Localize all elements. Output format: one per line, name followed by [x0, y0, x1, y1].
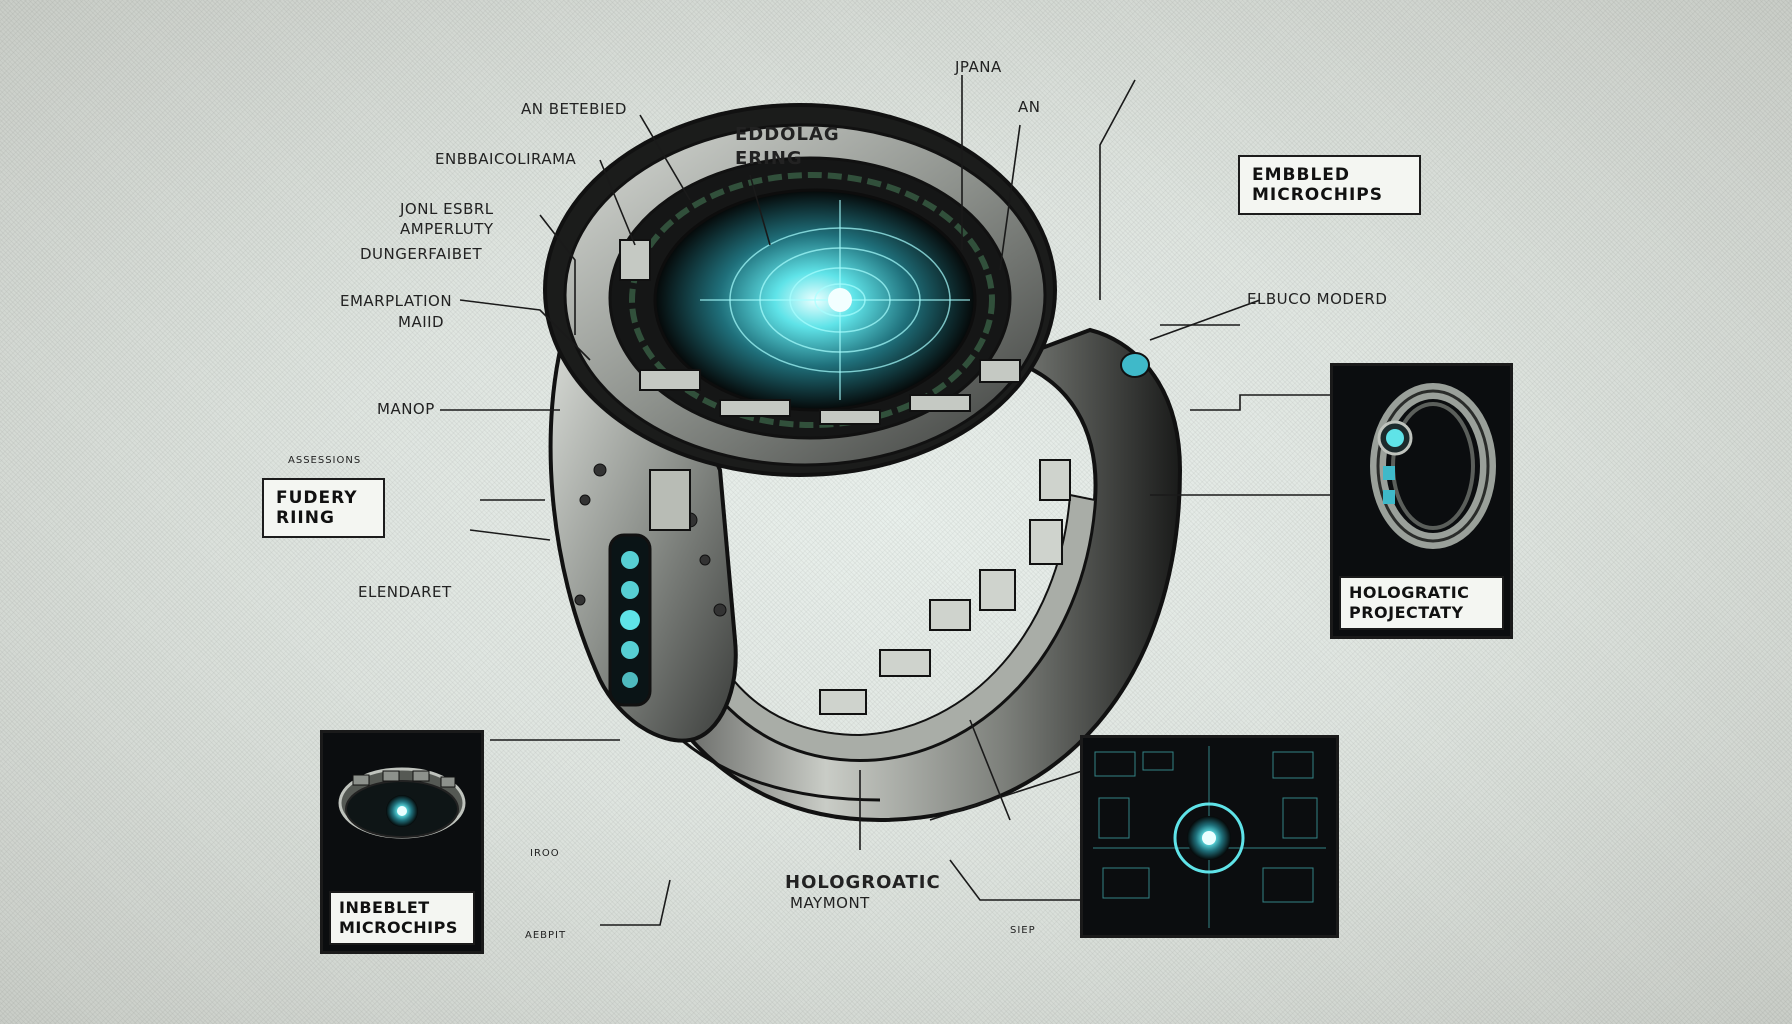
callout-fudery-ring: FUDERY RIING [262, 478, 385, 538]
inset-microchip-caption: INBEBLET MICROCHIPS [329, 891, 475, 945]
callout-embbled-microchips: EMBBLED MICROCHIPS [1238, 155, 1421, 215]
label-manop: MANOP [377, 400, 435, 418]
label-an-betebied: AN BETEBIED [521, 100, 627, 118]
inset-chip-ring-illustration [338, 767, 466, 839]
side-gem [1120, 352, 1150, 378]
label-eddolag: EDDOLAG [735, 124, 840, 145]
callout-fudery-line2: RIING [276, 508, 335, 528]
inset-display-illustration [1093, 746, 1326, 928]
inset-holographic-display [1080, 735, 1339, 938]
label-emarplation: EMARPLATION [340, 292, 453, 310]
label-hologroatic: HOLOGROATIC [785, 872, 941, 893]
label-small-siep: SIEP [1010, 925, 1036, 936]
label-an: AN [1018, 98, 1041, 116]
label-jonl-esbrl: JONL ESBRL [400, 200, 494, 218]
label-maymont: MAYMONT [790, 894, 870, 912]
inset-ring-illustration [1370, 383, 1496, 549]
label-ering: ERING [735, 148, 803, 169]
label-small-aebpit: AEBPIT [525, 930, 567, 941]
inset-microchip-ring: INBEBLET MICROCHIPS [320, 730, 484, 954]
label-elendaret: ELENDARET [358, 583, 452, 601]
inset-microchip-line2: MICROCHIPS [339, 918, 458, 937]
inset-holographic-caption: HOLOGRATIC PROJECTATY [1339, 576, 1504, 630]
inset-holographic-line2: PROJECTATY [1349, 603, 1464, 622]
inset-holographic-line1: HOLOGRATIC [1349, 583, 1470, 602]
ring-bezel [543, 103, 1057, 477]
label-maiid: MAIID [398, 313, 445, 331]
label-elbuco-moderd: ELBUCO MODERD [1247, 290, 1388, 308]
inset-holographic-ring: HOLOGRATIC PROJECTATY [1330, 363, 1513, 639]
label-jpana: JPANA [955, 58, 1002, 76]
callout-embbled-line1: EMBBLED [1252, 165, 1351, 185]
label-small-iroo: IROO [530, 848, 560, 859]
label-small-assessions: ASSESSIONS [288, 455, 362, 466]
leader-lines [440, 75, 1330, 926]
ring-band [588, 327, 1183, 823]
label-amperluty: AMPERLUTY [400, 220, 494, 238]
label-enbbaicolirama: ENBBAICOLIRAMA [435, 150, 577, 168]
inset-microchip-line1: INBEBLET [339, 898, 430, 917]
label-dungerfaibet: DUNGERFAIBET [360, 245, 483, 263]
callout-fudery-line1: FUDERY [276, 488, 358, 508]
callout-embbled-line2: MICROCHIPS [1252, 185, 1383, 205]
